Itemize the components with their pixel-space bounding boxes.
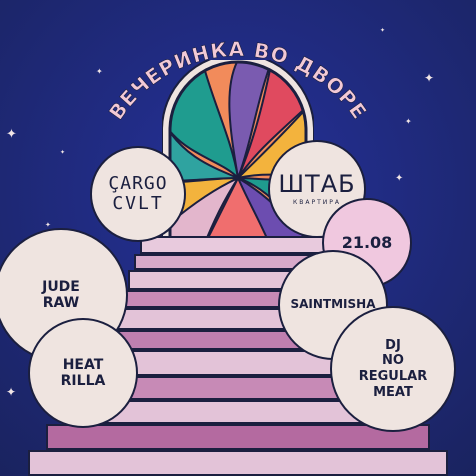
cargo-logo-line2: CVLT xyxy=(112,193,164,214)
star-icon: ✦ xyxy=(96,67,103,76)
star-icon: ✦ xyxy=(380,27,386,34)
star-icon: ✦ xyxy=(405,117,412,126)
artist-heat-rilla: HEAT RILLA xyxy=(28,318,138,428)
event-date: 21.08 xyxy=(341,232,393,252)
shtab-logo-title: ШТАБ xyxy=(278,170,356,198)
artist-name: SAINTMISHA xyxy=(290,297,376,312)
stair-step xyxy=(140,236,336,254)
cargo-cult-logo: ÇARGO CVLT xyxy=(90,146,186,242)
star-icon: ✦ xyxy=(395,173,404,184)
star-icon: ✦ xyxy=(6,385,17,399)
artist-dj-no-regular-meat: DJ NO REGULAR MEAT xyxy=(330,306,456,432)
cargo-logo-line1: ÇARGO xyxy=(108,173,168,195)
artist-name: DJ NO REGULAR MEAT xyxy=(358,337,428,400)
stair-step xyxy=(28,450,448,476)
star-icon: ✦ xyxy=(60,149,66,156)
star-icon: ✦ xyxy=(424,71,435,85)
star-icon: ✦ xyxy=(45,221,51,229)
star-icon: ✦ xyxy=(6,127,17,142)
artist-name: HEAT RILLA xyxy=(60,356,106,389)
shtab-logo-subtitle: КВАРТИРА xyxy=(293,199,341,206)
artist-name: JUDE RAW xyxy=(42,278,80,311)
stair-step xyxy=(46,424,430,450)
